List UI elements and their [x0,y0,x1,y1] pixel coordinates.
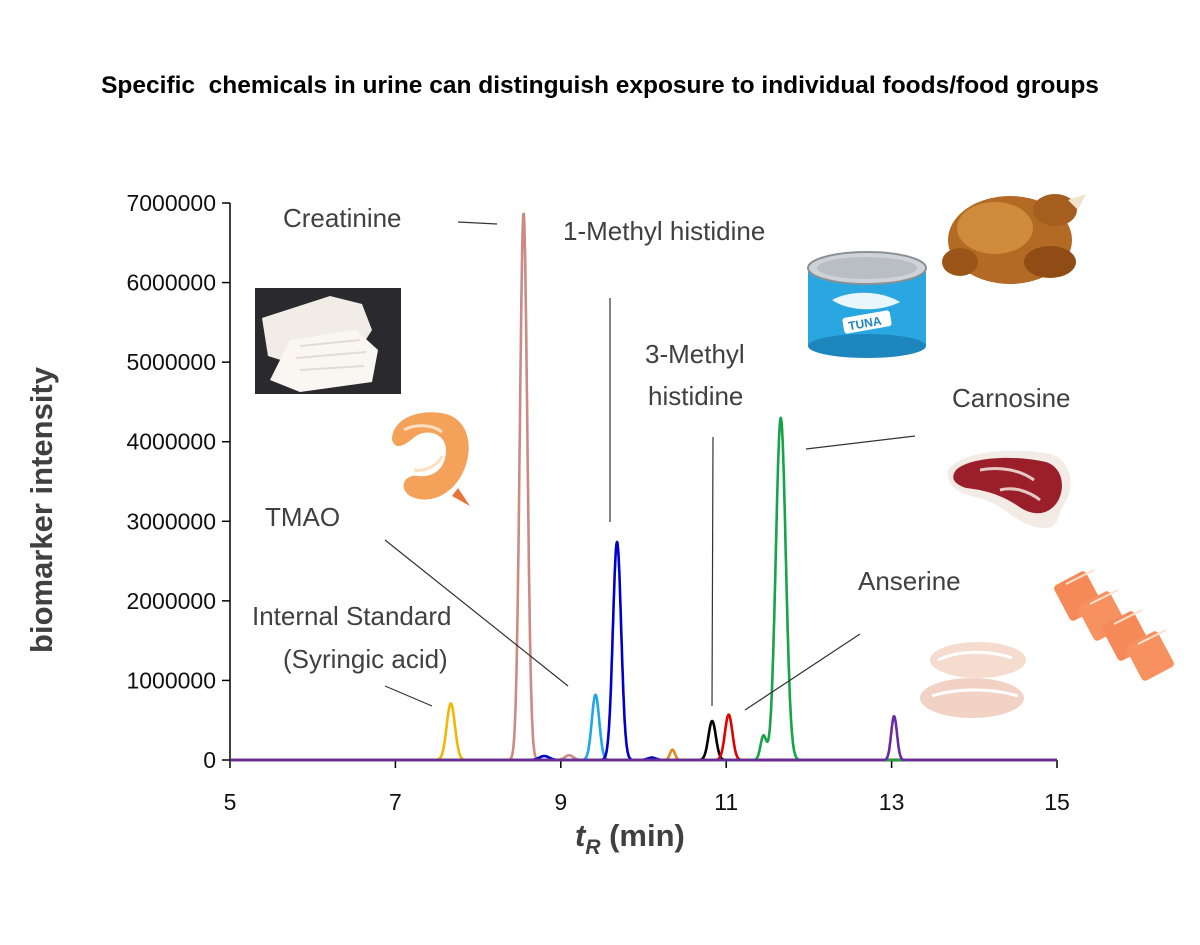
y-tick-label: 4000000 [126,429,216,455]
y-tick-label: 2000000 [126,588,216,614]
shrimp-photo [392,412,470,506]
methyl3-leader [711,436,714,707]
series-layer [229,212,1058,762]
annotation-creatinine: Creatinine [283,203,402,233]
y-axis: 0 1000000 2000000 3000000 4000000 5000000 6000… [126,190,231,773]
x-tick-label: 13 [879,789,905,815]
creatinine-leader [457,221,498,225]
x-axis-label-unit: (min) [601,818,685,853]
y-tick-label: 7000000 [126,190,216,216]
y-tick-label: 1000000 [126,667,216,693]
annotation-internal-standard: Internal Standard [252,601,451,631]
annotation-3-methyl-line1: 3-Methyl [645,339,745,369]
series-line-3-methyl-histidine [229,719,1058,762]
y-tick-label: 3000000 [126,508,216,534]
y-tick-label: 0 [203,747,216,773]
anserine-leader [744,633,861,711]
carnosine-leader [805,435,916,450]
x-tick-label: 9 [554,789,567,815]
annotation-1-methyl-histidine: 1-Methyl histidine [563,216,765,246]
annotation-carnosine: Carnosine [952,383,1071,413]
x-tick-label: 15 [1044,789,1070,815]
tuna-can-label: TUNA [847,314,883,334]
y-tick-label: 6000000 [126,270,216,296]
chart-title: Specific chemicals in urine can distingu… [101,72,1099,99]
x-axis-label-subscript: R [585,836,601,859]
series-line-internal-standard-syringic-acid [229,702,1058,762]
standard-leader [384,685,433,707]
y-tick-label: 5000000 [126,349,216,375]
y-axis-label: biomarker intensity [24,366,59,653]
annotation-syringic-acid: (Syringic acid) [283,644,448,674]
annotation-3-methyl-line2: histidine [648,381,743,411]
series-line-anserine [229,713,1058,762]
beef-steak-photo [947,450,1071,529]
x-axis-label: tR (min) [575,818,685,859]
roast-chicken-photo [942,194,1086,284]
x-tick-label: 7 [389,789,402,815]
salmon-photo [1054,569,1174,681]
x-axis-label-symbol: t [575,818,587,853]
annotation-tmao: TMAO [265,502,340,532]
x-tick-label: 11 [714,789,738,815]
tuna-can-photo: TUNA [807,251,927,358]
series-line-unlabelled-purple [229,715,1058,762]
x-tick-label: 5 [224,789,237,815]
x-axis: 5 7 9 11 13 15 [224,759,1070,815]
annotation-anserine: Anserine [858,566,961,596]
fish-fillet-photo [255,288,401,394]
tmao-leader [384,539,569,687]
leader-lines [384,221,916,711]
chicken-breast-photo [920,642,1026,718]
